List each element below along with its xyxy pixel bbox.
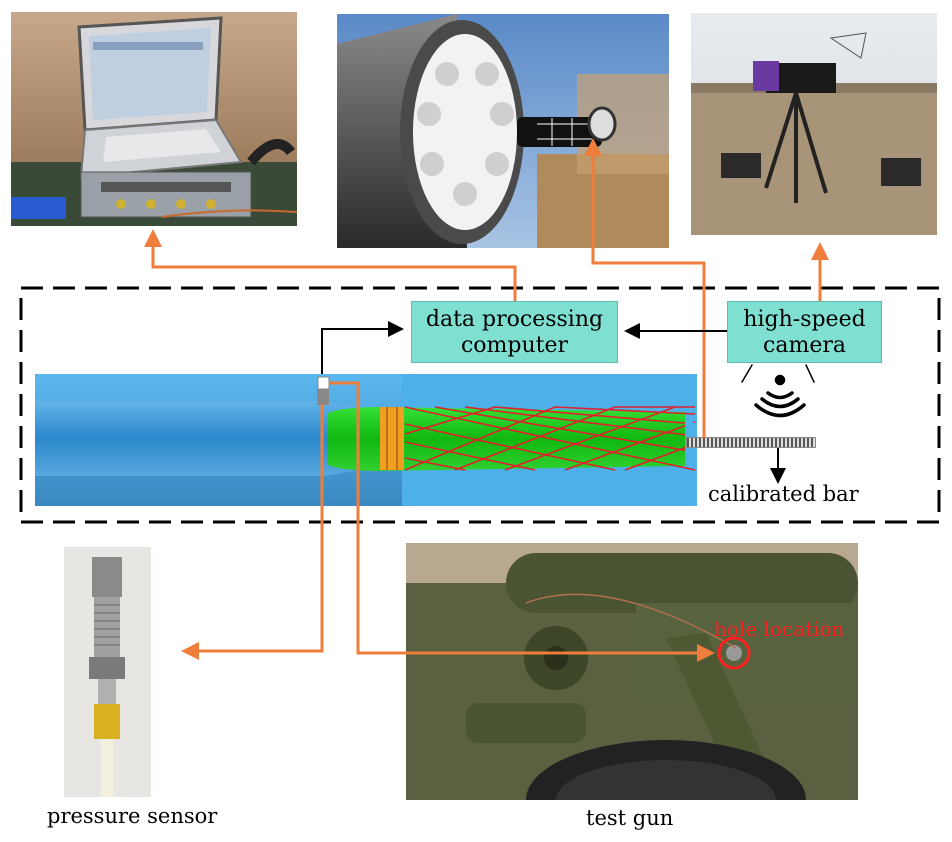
high-speed-camera-box: high-speed camera — [727, 301, 882, 363]
test-gun-caption: test gun — [586, 806, 674, 830]
data-processing-computer-line1: data processing — [425, 307, 604, 332]
high-speed-camera-line2: camera — [763, 333, 846, 358]
data-processing-computer-box: data processing computer — [411, 301, 618, 363]
test-gun-photo — [406, 543, 858, 800]
arrow-to-hole-location — [330, 381, 715, 662]
pressure-sensor-photo — [64, 547, 151, 797]
pressure-sensor-caption: pressure sensor — [47, 804, 218, 828]
calibrated-bar — [686, 437, 816, 448]
data-processing-computer-line2: computer — [460, 333, 569, 358]
arrow-to-pressure-sensor — [181, 404, 324, 660]
calibrated-bar-label: calibrated bar — [708, 482, 859, 506]
high-speed-camera-line1: high-speed — [743, 307, 866, 332]
hole-location-label: hole location — [714, 617, 845, 641]
data-acquisition-laptop-photo — [11, 12, 297, 226]
barrel-projectile-schematic — [35, 374, 697, 506]
arrow-bar-to-muzzle — [584, 138, 706, 438]
muzzle-calibrated-bar-photo — [337, 14, 669, 248]
system-dashed-frame — [19, 286, 941, 524]
hole-location-marker — [717, 636, 751, 670]
signal-wave-icon — [741, 364, 815, 418]
arrow-sensor-to-computer — [321, 321, 404, 374]
high-speed-camera-tripod-photo — [691, 13, 937, 235]
arrow-computer-to-laptop — [144, 229, 517, 305]
